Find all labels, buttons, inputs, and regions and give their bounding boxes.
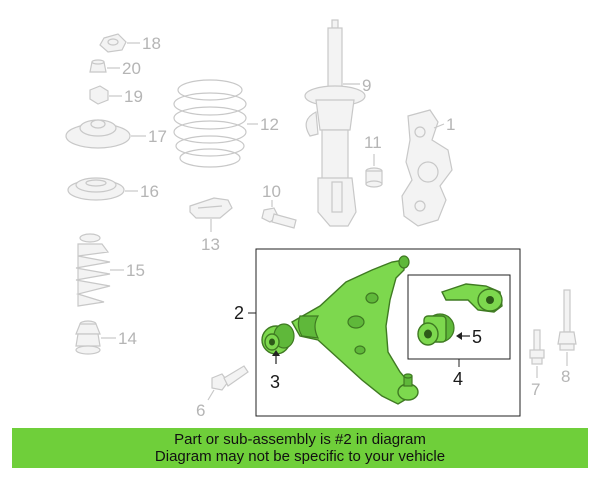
- banner-line-2: Diagram may not be specific to your vehi…: [154, 448, 446, 465]
- callout-11: 11: [364, 133, 382, 152]
- part-14-bump-stop-illustration: [75, 320, 116, 355]
- part-18-nut-illustration: [99, 33, 140, 53]
- part-2-control-arm-illustration[interactable]: [291, 255, 419, 405]
- part-20-cap-illustration: [89, 59, 120, 73]
- part-15-bellows-illustration: [75, 233, 124, 307]
- assembly-2-frame: [255, 248, 521, 417]
- callout-18: 18: [142, 34, 161, 53]
- callout-15: 15: [126, 261, 145, 280]
- part-17-strut-mount-illustration: [65, 119, 146, 149]
- part-1-knuckle-illustration: [401, 109, 453, 227]
- part-5-bushing-illustration[interactable]: [417, 313, 470, 346]
- callout-17: 17: [148, 127, 167, 146]
- part-3-bushing-illustration[interactable]: [261, 323, 295, 364]
- part-8-bolt-illustration: [557, 289, 577, 366]
- info-banner: Part or sub-assembly is #2 in diagram Di…: [12, 428, 588, 468]
- callout-19: 19: [124, 87, 143, 106]
- callout-16: 16: [140, 182, 159, 201]
- part-19-nut-illustration: [89, 85, 122, 105]
- part-13-bracket-illustration: [189, 197, 233, 232]
- callout-9: 9: [362, 76, 371, 95]
- part-4-bracket-bushing-illustration[interactable]: [441, 283, 503, 313]
- callout-4: 4: [453, 369, 463, 389]
- part-12-coil-spring-illustration: [173, 79, 258, 168]
- callout-8: 8: [561, 367, 570, 386]
- part-9-strut-illustration: [304, 19, 366, 227]
- callout-3: 3: [270, 372, 280, 392]
- callout-2: 2: [234, 303, 244, 323]
- callout-12: 12: [260, 115, 279, 134]
- callout-7: 7: [531, 380, 540, 399]
- callout-14: 14: [118, 329, 137, 348]
- callout-5: 5: [472, 327, 482, 347]
- part-10-bolt-illustration: [261, 200, 297, 229]
- callout-13: 13: [201, 235, 220, 254]
- banner-line-1: Part or sub-assembly is #2 in diagram: [174, 431, 426, 448]
- part-6-bolt-illustration: [207, 365, 249, 401]
- callout-10: 10: [262, 182, 281, 201]
- callout-20: 20: [122, 59, 141, 78]
- part-16-bearing-illustration: [67, 177, 138, 201]
- callout-1: 1: [446, 115, 455, 134]
- callout-6: 6: [196, 401, 205, 420]
- part-7-bolt-illustration: [529, 329, 545, 378]
- part-11-cap-illustration: [365, 154, 383, 188]
